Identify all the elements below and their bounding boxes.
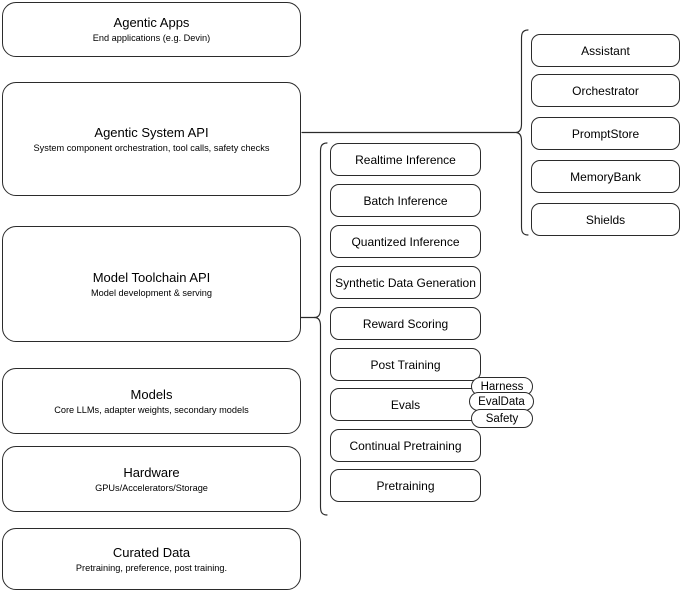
layer-title: Agentic Apps [113,15,190,30]
component-label: Orchestrator [572,83,639,98]
capability-label: Batch Inference [363,193,448,208]
layer-agentic-apps[interactable]: Agentic Apps End applications (e.g. Devi… [2,2,301,57]
evals-tag-label: EvalData [478,395,525,408]
layer-title: Hardware [123,464,180,480]
layer-curated-data[interactable]: Curated Data Pretraining, preference, po… [2,528,301,590]
capability-evals[interactable]: Evals [330,388,481,421]
component-label: PromptStore [571,126,640,141]
layer-subtitle: End applications (e.g. Devin) [92,33,211,43]
capability-post-training[interactable]: Post Training [330,348,481,381]
capability-label: Reward Scoring [362,316,449,331]
layer-subtitle: Model development & serving [90,287,213,298]
capability-label: Synthetic Data Generation [335,275,476,290]
capability-quantized-inference[interactable]: Quantized Inference [330,225,481,258]
component-label: Shields [585,212,626,227]
component-orchestrator[interactable]: Orchestrator [531,74,680,107]
layer-subtitle: System component orchestration, tool cal… [33,142,270,153]
evals-tag-label: Safety [485,412,519,425]
layer-hardware[interactable]: Hardware GPUs/Accelerators/Storage [2,446,301,512]
layer-model-toolchain-api[interactable]: Model Toolchain API Model development & … [2,226,301,342]
layer-subtitle: GPUs/Accelerators/Storage [95,482,208,493]
component-label: MemoryBank [570,169,641,184]
layer-title: Agentic System API [94,124,209,140]
layer-subtitle: Core LLMs, adapter weights, secondary mo… [54,404,249,415]
layer-title: Models [130,386,173,402]
capability-realtime-inference[interactable]: Realtime Inference [330,143,481,176]
layer-title: Curated Data [112,544,191,560]
capability-continual-pretraining[interactable]: Continual Pretraining [330,429,481,462]
capability-reward-scoring[interactable]: Reward Scoring [330,307,481,340]
capability-label: Post Training [370,357,441,372]
capability-label: Quantized Inference [351,234,460,249]
capability-label: Continual Pretraining [349,438,462,453]
capability-label: Realtime Inference [355,152,456,167]
evals-tag-safety[interactable]: Safety [471,409,533,428]
component-memorybank[interactable]: MemoryBank [531,160,680,193]
brace-system-components [514,29,529,236]
component-label: Assistant [581,43,630,58]
brace-toolchain-capabilities [313,142,328,516]
component-promptstore[interactable]: PromptStore [531,117,680,150]
capability-synthetic-data-generation[interactable]: Synthetic Data Generation [330,266,481,299]
capability-label: Evals [390,397,421,412]
capability-label: Pretraining [376,478,435,493]
component-shields[interactable]: Shields [531,203,680,236]
layer-subtitle: Pretraining, preference, post training. [75,562,228,573]
evals-tag-label: Harness [480,380,524,393]
layer-title: Model Toolchain API [92,269,211,285]
layer-agentic-system-api[interactable]: Agentic System API System component orch… [2,82,301,196]
capability-pretraining[interactable]: Pretraining [330,469,481,502]
layer-models[interactable]: Models Core LLMs, adapter weights, secon… [2,368,301,434]
capability-batch-inference[interactable]: Batch Inference [330,184,481,217]
component-assistant[interactable]: Assistant [531,34,680,67]
